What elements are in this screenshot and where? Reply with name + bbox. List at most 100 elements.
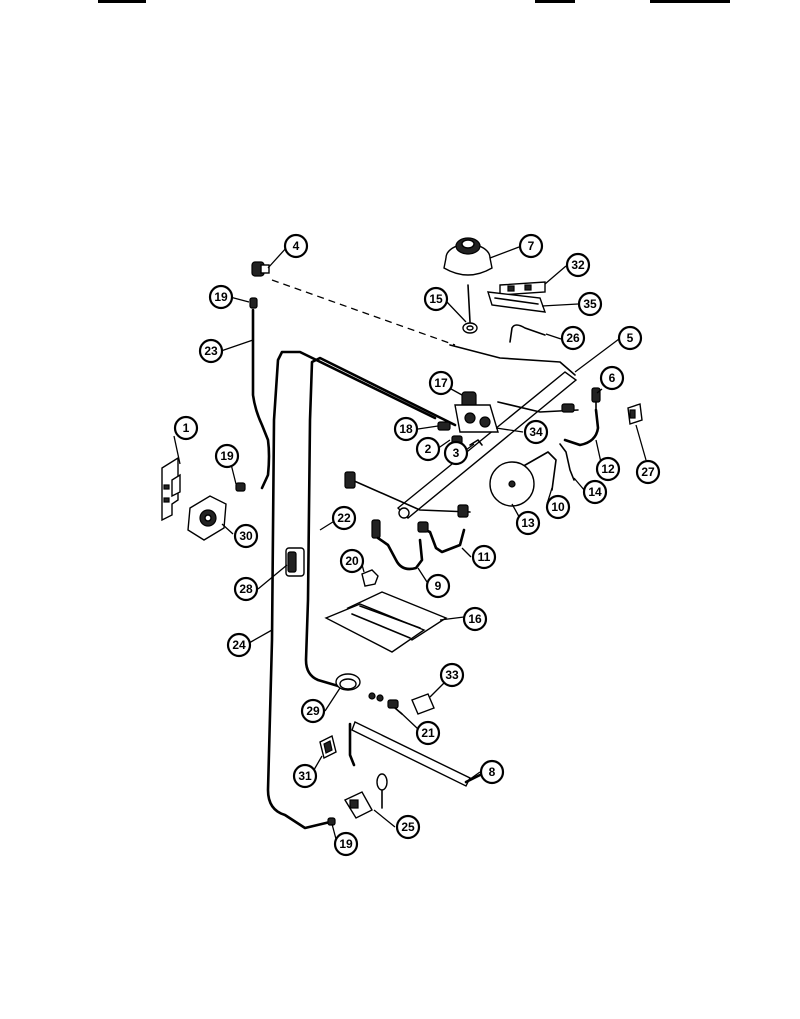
part-12-tube [563,408,600,447]
callout-14: 14 [582,479,608,505]
svg-text:29: 29 [306,704,320,718]
part-25-valve [343,773,388,819]
header-mark-mid [535,0,575,3]
part-31-clip [319,734,337,760]
svg-text:18: 18 [399,422,413,436]
callout-21: 21 [415,720,441,746]
svg-text:6: 6 [609,371,616,385]
svg-text:11: 11 [478,550,491,564]
svg-text:32: 32 [571,258,585,272]
svg-text:26: 26 [566,331,580,345]
part-29-coil [335,673,361,691]
callout-26: 26 [560,325,586,351]
part-20-nut [361,569,379,587]
svg-text:7: 7 [528,239,535,253]
svg-text:35: 35 [583,297,597,311]
part-7-regulator [443,237,493,323]
part-28-connector [285,547,305,577]
part-9-flex-wire [371,519,424,571]
part-26-wire [509,324,546,343]
callout-34: 34 [523,419,549,445]
callout-5: 5 [617,325,643,351]
svg-text:8: 8 [489,765,496,779]
pilot-burner-b [457,504,469,518]
svg-text:13: 13 [521,516,535,530]
callout-1: 1 [173,415,199,441]
svg-text:31: 31 [298,769,312,783]
part-1-bracket [161,456,181,522]
callout-22: 22 [331,505,357,531]
pilot-burner-a [344,471,356,489]
svg-text:20: 20 [345,554,359,568]
svg-text:28: 28 [239,582,253,596]
part-19-screw-bottom [327,817,336,826]
callout-25: 25 [395,814,421,840]
svg-text:34: 34 [529,425,543,439]
callout-20: 20 [339,548,365,574]
svg-text:16: 16 [468,612,482,626]
part-14-tube [559,443,575,481]
callout-3: 3 [443,440,469,466]
part-11-thermocouple [417,521,466,554]
part-19-screw-mid [235,482,246,492]
part-6-fitting-b [561,403,575,413]
svg-text:19: 19 [214,290,228,304]
svg-text:24: 24 [232,638,246,652]
part-3-spring [469,439,483,446]
callout-27: 27 [635,459,661,485]
part-10-tube [519,451,557,491]
svg-text:12: 12 [601,462,615,476]
part-5-burner-tube [396,344,578,519]
callout-28: 28 [233,576,259,602]
callout-29: 29 [300,698,326,724]
alignment-dashed-line [271,279,456,346]
part-33-plate [411,693,435,715]
part-35-bracket [487,291,547,313]
part-13-baffle-disk [489,461,535,507]
part-23-tube [251,308,271,490]
callout-35: 35 [577,291,603,317]
callout-16: 16 [462,606,488,632]
callout-24: 24 [226,632,252,658]
svg-text:33: 33 [445,668,459,682]
callout-7: 7 [518,233,544,259]
callout-9: 9 [425,573,451,599]
callout-2: 2 [415,436,441,462]
callout-18: 18 [393,416,419,442]
svg-text:5: 5 [627,331,634,345]
callout-11: 11 [471,544,497,570]
svg-text:3: 3 [453,446,460,460]
part-19-screw-top [249,297,258,309]
part-24-gas-line [266,350,437,830]
callout-12: 12 [595,456,621,482]
callout-19-top: 19 [208,284,234,310]
callout-32: 32 [565,252,591,278]
svg-text:14: 14 [588,485,602,499]
callout-30: 30 [233,523,259,549]
svg-text:19: 19 [220,449,234,463]
part-17-valve [454,391,499,433]
part-16-burner-pan [324,591,448,653]
svg-text:25: 25 [401,820,415,834]
part-18-fitting [437,421,451,431]
header-mark-left [98,0,146,3]
svg-text:27: 27 [641,465,655,479]
callout-23: 23 [198,338,224,364]
part-32-bracket [499,281,546,296]
part-22-gas-line [304,356,457,690]
svg-text:21: 21 [421,726,435,740]
part-4-orifice-fitting [251,261,270,277]
callout-4: 4 [283,233,309,259]
pilot-line-a [351,479,471,513]
svg-text:10: 10 [551,500,565,514]
part-30-switch [187,495,227,541]
callout-17: 17 [428,370,454,396]
svg-text:9: 9 [435,579,442,593]
callout-31: 31 [292,763,318,789]
callout-19-mid: 19 [214,443,240,469]
callout-33: 33 [439,662,465,688]
part-21-fitting [368,692,403,715]
callout-19-bottom: 19 [333,831,359,857]
callout-8: 8 [479,759,505,785]
svg-text:1: 1 [183,421,190,435]
